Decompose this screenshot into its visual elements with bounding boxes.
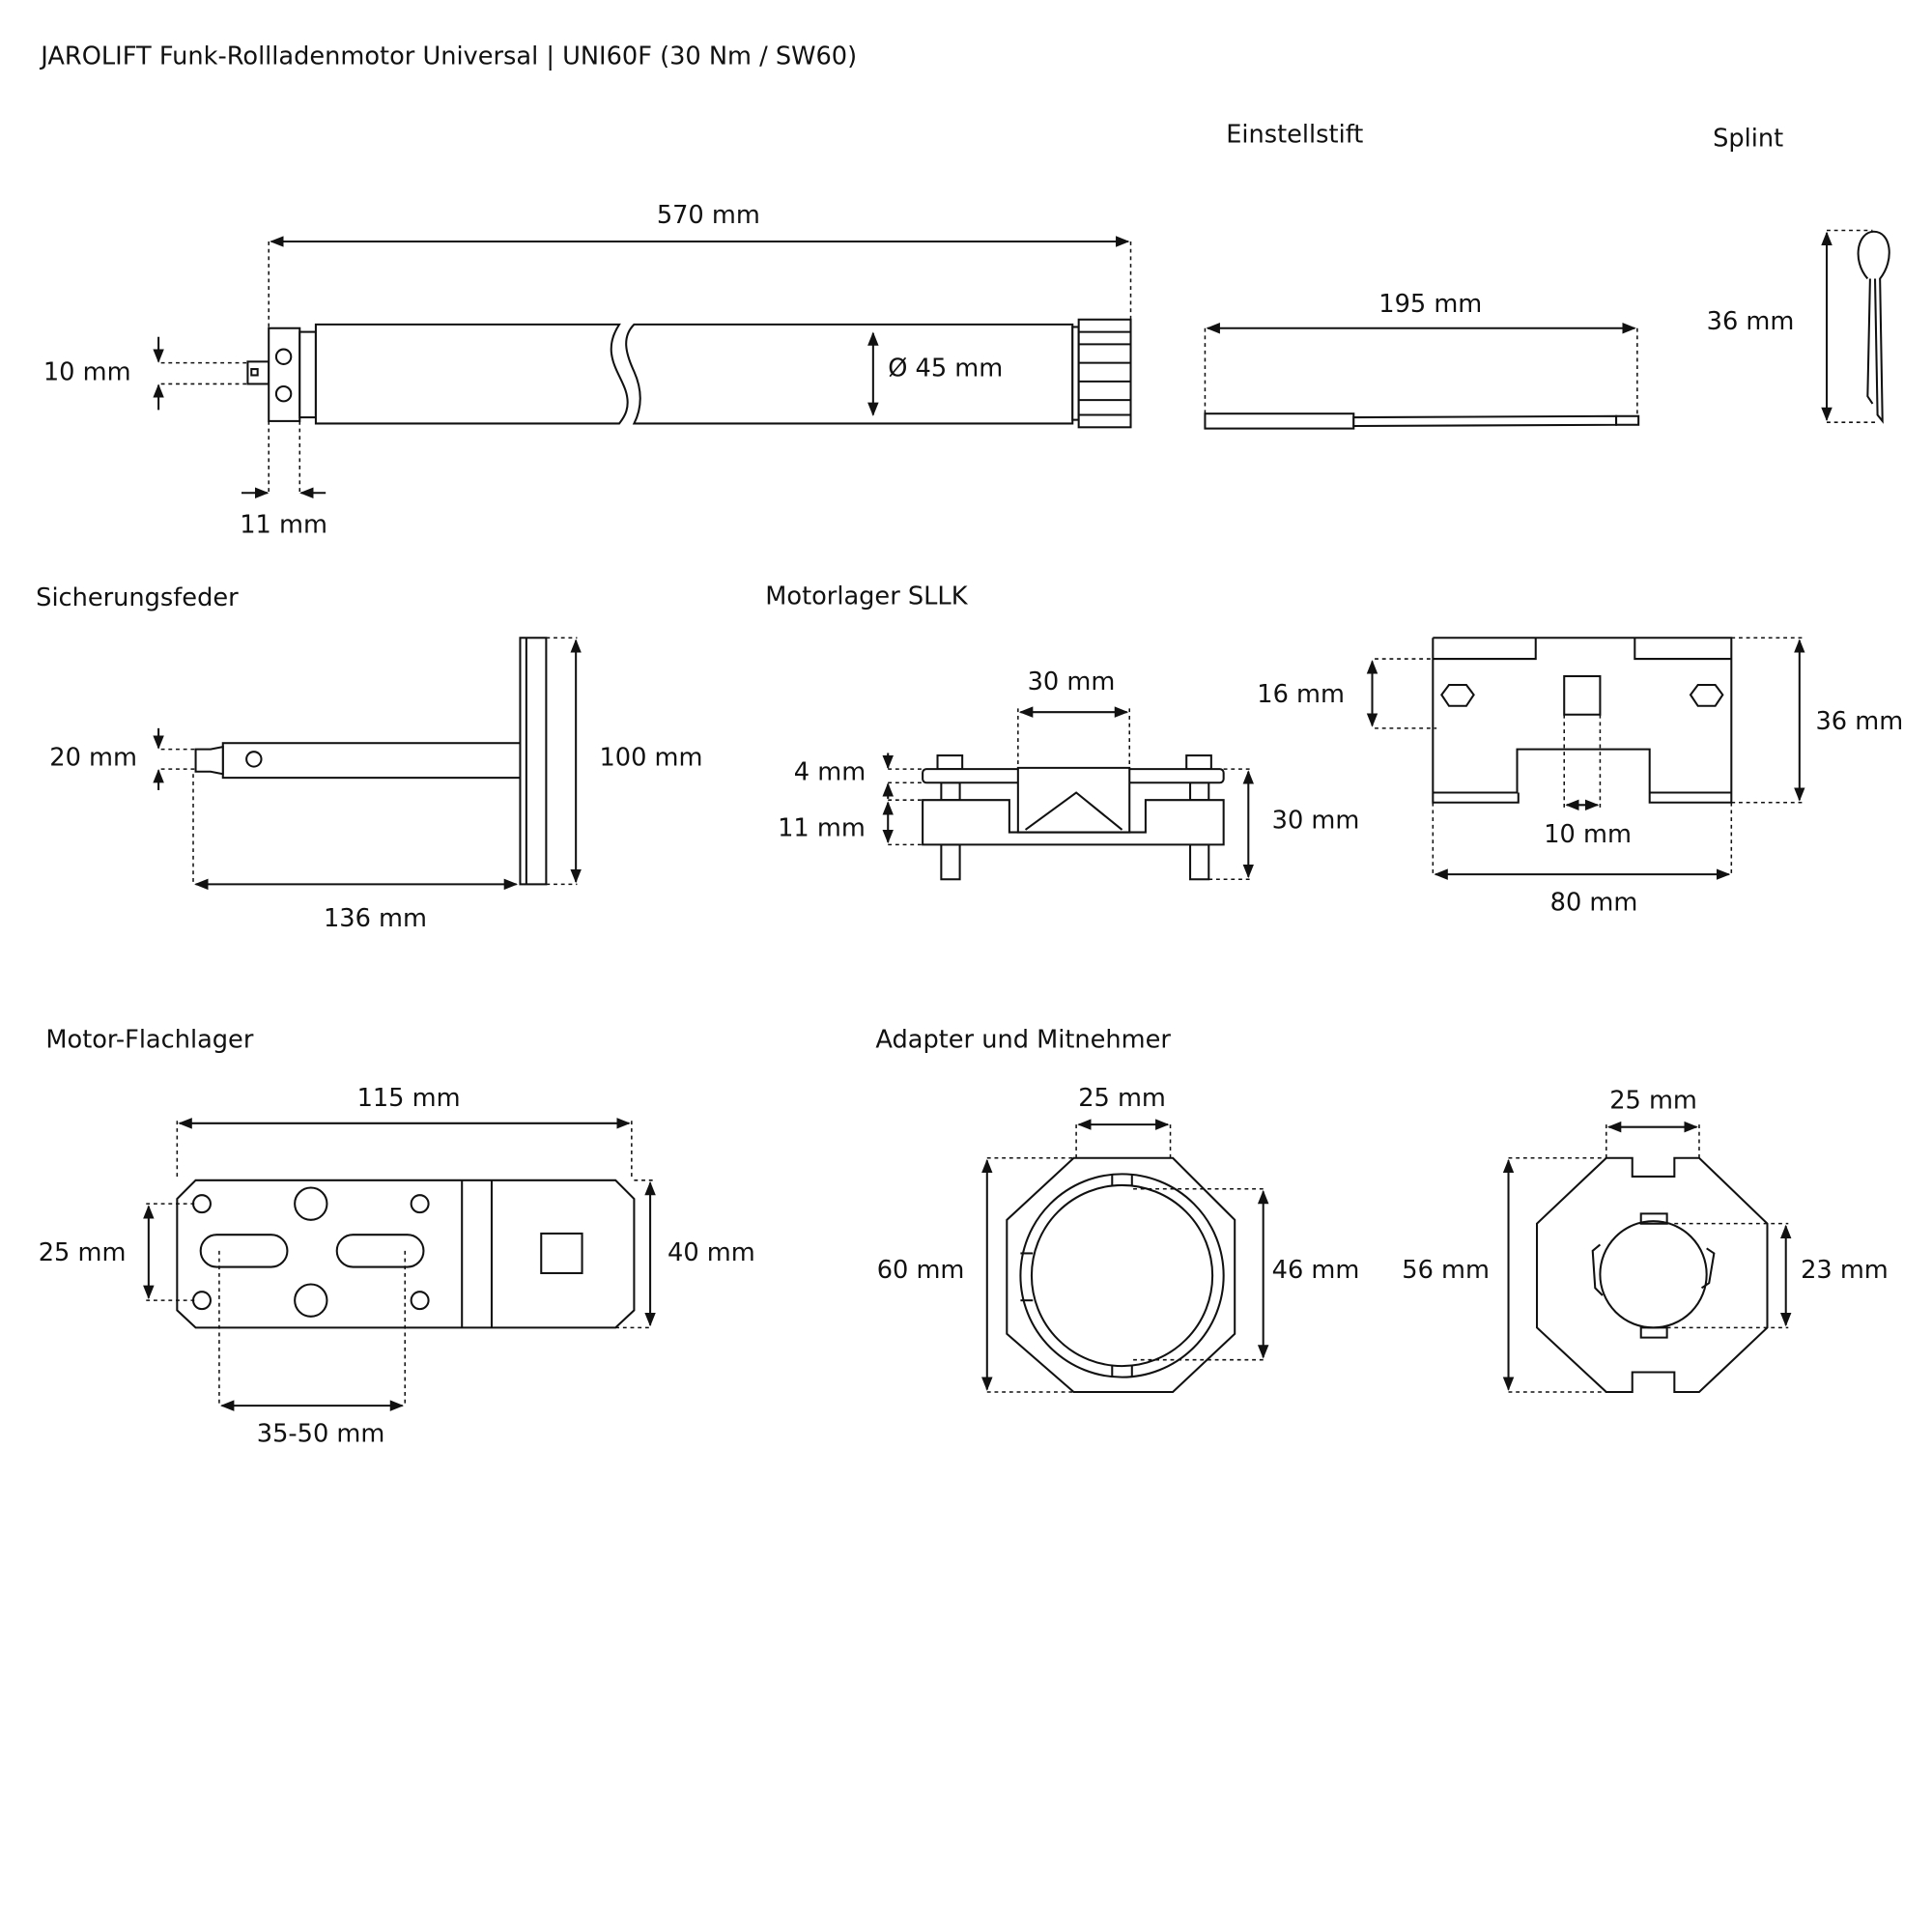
feder-height-label: 100 mm (600, 743, 703, 772)
splint-length-label: 36 mm (1707, 307, 1795, 336)
lager-top-width-label: 30 mm (1028, 668, 1116, 696)
sicherungsfeder-drawing: Sicherungsfeder 100 mm 20 mm 136 mm (36, 583, 702, 933)
einstellstift-title: Einstellstift (1226, 120, 1363, 149)
adapter-drawing: Adapter und Mitnehmer 25 mm 60 mm 46 mm (875, 1026, 1360, 1394)
motorlager-title: Motorlager SLLK (765, 582, 968, 611)
head-width-label: 11 mm (240, 510, 327, 539)
lager-plate-label: 4 mm (794, 758, 866, 787)
feder-head-label: 20 mm (49, 743, 137, 772)
mitnehmer-inner-label: 23 mm (1801, 1256, 1889, 1285)
einstellstift-length-label: 195 mm (1378, 290, 1482, 319)
motorlager-side-drawing: 10 mm 16 mm 36 mm 80 mm (1257, 637, 1903, 917)
side-slot-label: 16 mm (1257, 680, 1345, 709)
splint-title: Splint (1713, 124, 1783, 153)
side-width-label: 80 mm (1550, 888, 1638, 917)
side-height-label: 36 mm (1815, 707, 1903, 736)
lager-block-label: 11 mm (778, 813, 866, 842)
motor-drawing: 570 mm Ø 45 mm 10 mm 11 mm (43, 201, 1132, 539)
flachlager-title: Motor-Flachlager (45, 1026, 253, 1055)
lager-height-label: 30 mm (1272, 807, 1360, 836)
flachlager-hole-label: 25 mm (39, 1238, 127, 1267)
adapter-notch-label: 25 mm (1078, 1084, 1166, 1113)
flachlager-height-label: 40 mm (668, 1238, 755, 1267)
adapter-title: Adapter und Mitnehmer (875, 1026, 1171, 1055)
adapter-outer-label: 60 mm (877, 1256, 965, 1285)
flachlager-slot-label: 35-50 mm (257, 1419, 385, 1448)
pin-width-label: 10 mm (43, 358, 131, 387)
splint-drawing: Splint 36 mm (1707, 124, 1890, 424)
mitnehmer-drawing: 25 mm 56 mm 23 mm (1402, 1086, 1889, 1394)
side-square-label: 10 mm (1544, 820, 1632, 849)
feder-length-label: 136 mm (324, 904, 427, 933)
mitnehmer-notch-label: 25 mm (1609, 1086, 1697, 1115)
motorlager-front-drawing: Motorlager SLLK 30 mm 4 mm 11 mm 30 mm (765, 582, 1360, 881)
motor-length-label: 570 mm (657, 201, 760, 230)
adapter-inner-label: 46 mm (1272, 1256, 1360, 1285)
flachlager-drawing: Motor-Flachlager 115 mm 25 mm 40 mm 35-5… (39, 1026, 755, 1449)
einstellstift-drawing: Einstellstift 195 mm (1204, 120, 1640, 430)
motor-diameter-label: Ø 45 mm (888, 355, 1003, 384)
page-title: JAROLIFT Funk-Rollladenmotor Universal |… (39, 43, 857, 71)
mitnehmer-outer-label: 56 mm (1402, 1256, 1490, 1285)
sicherungsfeder-title: Sicherungsfeder (36, 583, 239, 612)
flachlager-width-label: 115 mm (357, 1084, 461, 1113)
